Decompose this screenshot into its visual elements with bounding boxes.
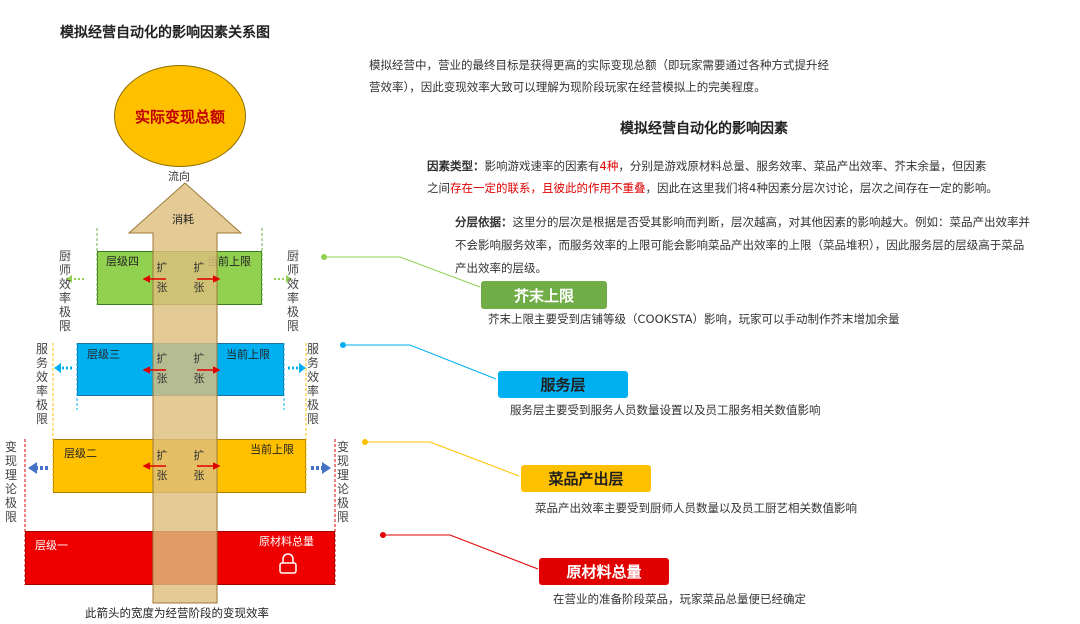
layer-1-limit: 原材料总量 — [259, 535, 314, 548]
service-limit-label-left: 服务效率极限 — [35, 342, 48, 426]
expand-label: 扩张 — [156, 352, 168, 385]
side-arrows-layer-4 — [66, 275, 292, 283]
tag-service-desc: 服务层主要受到服务人员数量设置以及员工服务相关数值影响 — [510, 403, 821, 417]
expand-label: 扩张 — [193, 449, 205, 482]
side-arrows-layer-2 — [28, 462, 331, 474]
chef-limit-label-right: 厨师效率极限 — [286, 249, 299, 333]
layer-2-limit: 当前上限 — [250, 443, 294, 456]
tag-raw-material: 原材料总量 — [539, 558, 669, 585]
consume-label: 消耗 — [172, 213, 194, 226]
page-title: 模拟经营自动化的影响因素关系图 — [60, 25, 270, 41]
factor-text: ，因此在这里我们将4种因素分层次讨论，层次之间存在一定的影响。 — [645, 181, 998, 195]
side-arrows-layer-3 — [54, 363, 306, 373]
intro-paragraph: 模拟经营中，营业的最终目标是获得更高的实际变现总额（即玩家需要通过各种方式提升经… — [369, 54, 889, 98]
layer-2-name: 层级二 — [64, 447, 97, 460]
layer-1-name: 层级一 — [35, 539, 68, 552]
service-limit-label-right: 服务效率极限 — [306, 342, 319, 426]
tag-wasabi-desc: 芥末上限主要受到店铺等级（COOKSTA）影响，玩家可以手动制作芥末增加余量 — [488, 312, 900, 326]
expand-label: 扩张 — [193, 261, 205, 294]
theory-limit-label-left: 变现理论极限 — [4, 440, 17, 524]
factor-paragraph: 因素类型：影响游戏速率的因素有4种，分别是游戏原材料总量、服务效率、菜品产出效率… — [427, 155, 1067, 199]
layer-3-name: 层级三 — [87, 348, 120, 361]
factor-highlight: 存在一定的联系，且彼此的作用不重叠 — [450, 181, 646, 195]
intro-line-1: 模拟经营中，营业的最终目标是获得更高的实际变现总额（即玩家需要通过各种方式提升经 — [369, 58, 829, 72]
factor-text: 影响游戏速率的因素有 — [484, 159, 600, 173]
chef-limit-label-left: 厨师效率极限 — [58, 249, 71, 333]
tag-wasabi-limit: 芥末上限 — [481, 281, 607, 309]
total-revenue-circle: 实际变现总额 — [114, 65, 246, 167]
theory-limit-label-right: 变现理论极限 — [336, 440, 349, 524]
intro-line-2: 营效率），因此变现效率大致可以理解为现阶段玩家在经营模拟上的完美程度。 — [369, 80, 766, 94]
tag-dish-output-desc: 菜品产出效率主要受到厨师人员数量以及员工厨艺相关数值影响 — [535, 501, 857, 515]
factor-text: ，分别是游戏原材料总量、服务效率、菜品产出效率、芥末余量，但因素 — [618, 159, 987, 173]
layer-4-name: 层级四 — [106, 255, 139, 268]
tag-service-layer: 服务层 — [498, 371, 628, 398]
expand-label: 扩张 — [156, 261, 168, 294]
arrow-caption: 此箭头的宽度为经营阶段的变现效率 — [85, 606, 269, 620]
circle-label: 实际变现总额 — [134, 107, 225, 126]
expand-label: 扩张 — [193, 352, 205, 385]
expand-label: 扩张 — [156, 449, 168, 482]
basis-line-3: 产出效率的层级。 — [455, 261, 547, 275]
tag-dish-output-layer: 菜品产出层 — [521, 465, 651, 492]
section-title: 模拟经营自动化的影响因素 — [620, 121, 788, 137]
tag-raw-material-desc: 在营业的准备阶段菜品，玩家菜品总量便已经确定 — [553, 592, 806, 606]
lock-icon — [279, 553, 297, 574]
factor-count: 4种 — [599, 159, 619, 173]
basis-paragraph: 分层依据：这里分的层次是根据是否受其影响而判断，层次越高，对其他因素的影响越大。… — [455, 211, 1080, 280]
layer-3-limit: 当前上限 — [226, 348, 270, 361]
basis-line-2: 不会影响服务效率，而服务效率的上限可能会影响菜品产出效率的上限（菜品堆积），因此… — [455, 238, 1025, 252]
basis-label: 分层依据： — [455, 215, 513, 229]
factor-label: 因素类型： — [427, 159, 485, 173]
efficiency-arrow — [127, 182, 243, 604]
basis-line-1: 这里分的层次是根据是否受其影响而判断，层次越高，对其他因素的影响越大。例如：菜品… — [512, 215, 1031, 229]
factor-text: 之间 — [427, 181, 450, 195]
flow-label: 流向 — [168, 170, 190, 183]
layer-4-limit: 当前上限 — [207, 255, 251, 268]
